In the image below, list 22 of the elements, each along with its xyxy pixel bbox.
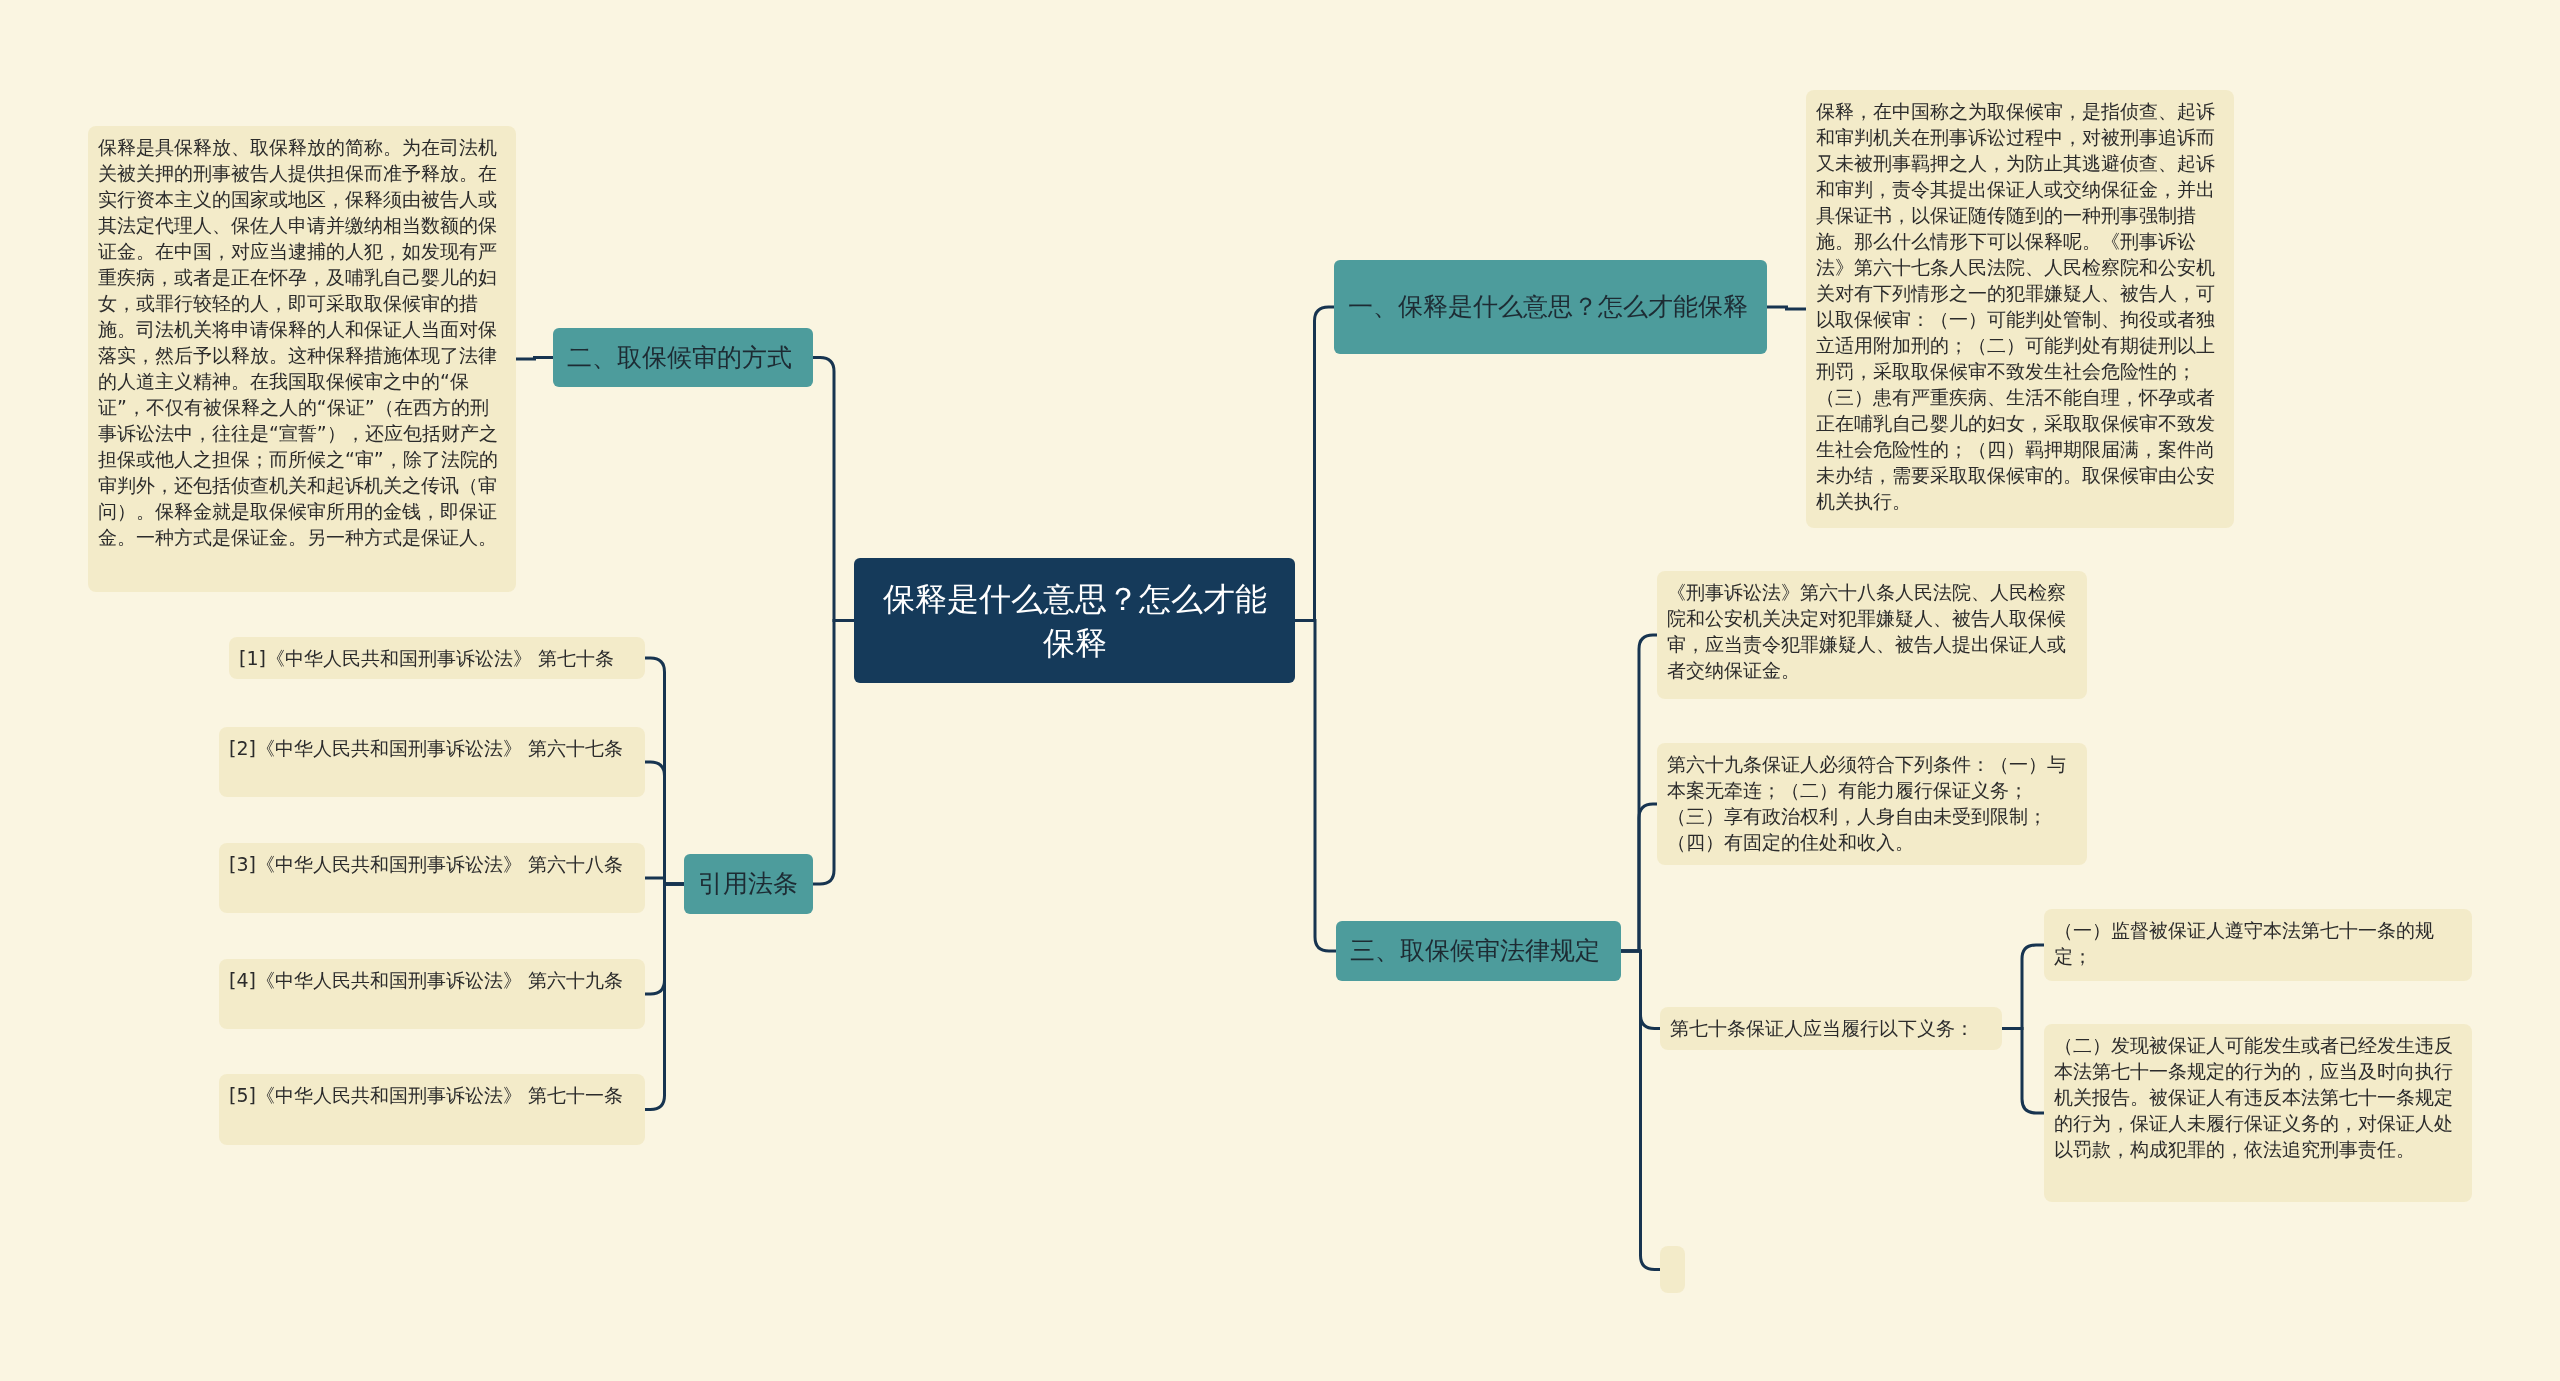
- text-card: 保释是具保释放、取保释放的简称。为在司法机关被关押的刑事被告人提供担保而准予释放。在实行资本主义的国家或地区，保释须由被告人或其法定代理人、保佐人申请并缴纳相当数额的保证金。在中国，对应当逮捕的人犯，如发现有严重疾病，或者是正在怀孕，及哺乳自己婴儿的妇女，或罪行较轻的人，即可采取取保候审的措施。司法机关将申请保释的人和保证人当面对保落实，然后予以释放。这种保释措施体现了法律的人道主义精神。在我国取保候审之中的“保证”，不仅有被保释之人的“保证”（在西方的刑事诉讼法中，往往是“宣誓”），还应包括财产之担保或他人之担保；而所候之“审”，除了法院的审判外，还包括侦查机关和起诉机关之传讯（审问）。保释金就是取保候审所用的金钱，即保证金。一种方式是保证金。另一种方式是保证人。: [88, 126, 516, 592]
- text-card: 保释，在中国称之为取保候审，是指侦查、起诉和审判机关在刑事诉讼过程中，对被刑事追诉而又未被刑事羁押之人，为防止其逃避侦查、起诉和审判，责令其提出保证人或交纳保征金，并出具保证书，以保证随传随到的一种刑事强制措施。那么什么情形下可以保释呢。《刑事诉讼法》第六十七条人民法院、人民检察院和公安机关对有下列情形之一的犯罪嫌疑人、被告人，可以取保候审：（一）可能判处管制、拘役或者独立适用附加刑的；（二）可能判处有期徒刑以上刑罚，采取取保候审不致发生社会危险性的；（三）患有严重疾病、生活不能自理，怀孕或者正在哺乳自己婴儿的妇女，采取取保候审不致发生社会危险性的；（四）羁押期限届满，案件尚未办结，需要采取取保候审的。取保候审由公安机关执行。: [1806, 90, 2234, 528]
- connector-line: [1295, 619, 1336, 953]
- topic-box: 一、保释是什么意思？怎么才能保释: [1334, 260, 1767, 354]
- empty-box: [1660, 1246, 1685, 1293]
- topic-box: 三、取保候审法律规定: [1336, 921, 1621, 981]
- text-card: 《刑事诉讼法》第六十八条人民法院、人民检察院和公安机关决定对犯罪嫌疑人、被告人取保候审，应当责令犯罪嫌疑人、被告人提出保证人或者交纳保证金。: [1657, 571, 2087, 699]
- citation-card: [1]《中华人民共和国刑事诉讼法》 第七十条: [229, 637, 645, 679]
- text-card: （二）发现被保证人可能发生或者已经发生违反本法第七十一条规定的行为的，应当及时向执行机关报告。被保证人有违反本法第七十一条规定的行为，保证人未履行保证义务的，对保证人处以罚款，构成犯罪的，依法追究刑事责任。: [2044, 1024, 2472, 1202]
- connector-line: [813, 619, 854, 886]
- text-card: 第七十条保证人应当履行以下义务：: [1660, 1007, 2002, 1050]
- central-topic-box: 保释是什么意思？怎么才能保释: [854, 558, 1295, 683]
- citation-card: [5]《中华人民共和国刑事诉讼法》 第七十一条: [219, 1074, 645, 1145]
- citation-card: [4]《中华人民共和国刑事诉讼法》 第六十九条: [219, 959, 645, 1029]
- connector-line: [516, 356, 553, 361]
- citation-card: [2]《中华人民共和国刑事诉讼法》 第六十七条: [219, 727, 645, 797]
- topic-box: 二、取保候审的方式: [553, 328, 813, 387]
- topic-box: 引用法条: [684, 854, 813, 914]
- connector-line: [1767, 305, 1806, 311]
- text-card: （一）监督被保证人遵守本法第七十一条的规定；: [2044, 909, 2472, 981]
- text-card: 第六十九条保证人必须符合下列条件：（一）与本案无牵连；（二）有能力履行保证义务；（三）享有政治权利，人身自由未受到限制；（四）有固定的住处和收入。: [1657, 743, 2087, 865]
- citation-card: [3]《中华人民共和国刑事诉讼法》 第六十八条: [219, 843, 645, 913]
